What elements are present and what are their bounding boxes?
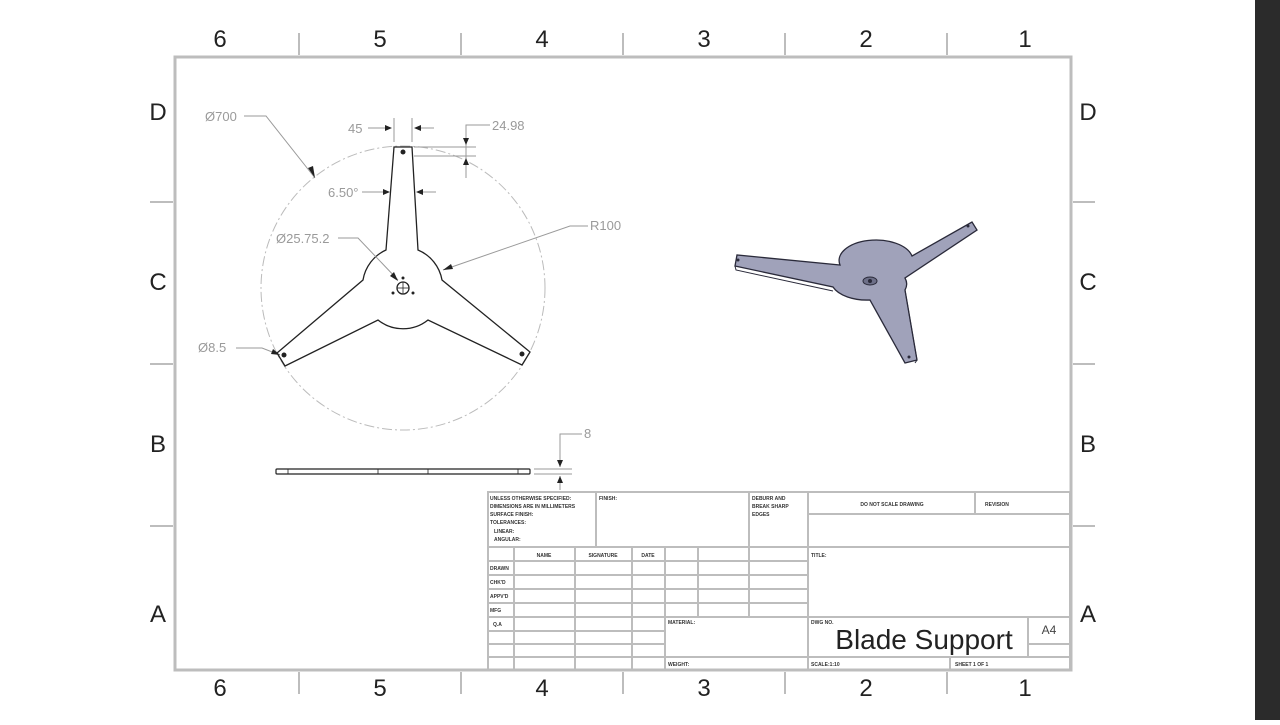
tb-row-drawn: DRAWN — [490, 566, 509, 572]
tb-revision: REVISION — [985, 502, 1009, 508]
tb-sheet: SHEET 1 OF 1 — [955, 662, 989, 668]
tb-row-qa: Q.A — [493, 622, 502, 628]
tb-name: NAME — [537, 553, 552, 559]
sheet-border — [173, 55, 1073, 672]
isometric-part — [734, 221, 978, 364]
tip-hole-top — [400, 149, 406, 155]
zone-col-2-bottom: 2 — [859, 675, 872, 702]
zone-col-5-bottom: 5 — [373, 675, 386, 702]
tb-size: A4 — [1042, 623, 1057, 637]
zone-col-6-bottom: 6 — [213, 675, 226, 702]
dim-tip-offset: 24.98 — [492, 118, 525, 133]
top-view — [260, 145, 546, 431]
tb-surface: SURFACE FINISH: — [490, 512, 534, 518]
zone-row-a-left: A — [150, 601, 166, 628]
zone-row-a-right: A — [1080, 601, 1096, 628]
zone-row-b-right: B — [1080, 431, 1096, 458]
dim-tip-hole: Ø8.5 — [198, 340, 226, 355]
tb-weight: WEIGHT: — [668, 662, 689, 668]
dim-thickness: 8 — [584, 426, 591, 441]
zone-ticks — [150, 33, 1095, 694]
tb-dimensions-note: DIMENSIONS ARE IN MILLIMETERS — [490, 504, 576, 510]
tip-hole-left — [281, 352, 287, 358]
zone-col-4-top: 4 — [535, 26, 548, 53]
tb-title-label: TITLE: — [811, 553, 827, 559]
zone-row-d-left: D — [149, 99, 166, 126]
bolt-hole-2 — [391, 291, 395, 295]
tb-finish: FINISH: — [599, 496, 617, 502]
zone-col-2-top: 2 — [859, 26, 872, 53]
window-edge-bar — [1255, 0, 1280, 720]
dim-taper-angle: 6.50° — [328, 185, 359, 200]
zone-col-3-top: 3 — [697, 26, 710, 53]
tb-do-not-scale: DO NOT SCALE DRAWING — [860, 502, 923, 508]
side-view — [275, 468, 531, 475]
tb-dwg-no: DWG NO. — [811, 620, 834, 626]
tb-angular: ANGULAR: — [494, 537, 521, 543]
tb-drawing-title: Blade Support — [835, 624, 1013, 655]
tb-tolerances: TOLERANCES: — [490, 520, 526, 526]
tb-date: DATE — [641, 553, 655, 559]
zone-col-1-bottom: 1 — [1018, 675, 1031, 702]
tb-deburr-2: BREAK SHARP — [752, 504, 789, 510]
tb-unless: UNLESS OTHERWISE SPECIFIED: — [490, 496, 572, 502]
zone-col-3-bottom: 3 — [697, 675, 710, 702]
tb-row-appvd: APPV'D — [490, 594, 509, 600]
tip-hole-right — [519, 351, 525, 357]
outer-diameter-circle — [260, 145, 546, 431]
arrow-od — [308, 166, 315, 178]
tb-scale: SCALE:1:10 — [811, 662, 840, 668]
drawing-canvas: 6 5 4 3 2 1 6 5 4 3 2 1 D C B A D C B A — [149, 26, 1096, 702]
tb-signature: SIGNATURE — [588, 553, 618, 559]
zone-row-c-right: C — [1079, 269, 1096, 296]
bolt-hole-3 — [411, 291, 415, 295]
dim-hub-radius: R100 — [590, 218, 621, 233]
tb-material: MATERIAL: — [668, 620, 695, 626]
zone-col-1-top: 1 — [1018, 26, 1031, 53]
tb-row-chkd: CHK'D — [490, 580, 506, 586]
zone-col-5-top: 5 — [373, 26, 386, 53]
zone-row-d-right: D — [1079, 99, 1096, 126]
zone-col-4-bottom: 4 — [535, 675, 548, 702]
zone-row-b-left: B — [150, 431, 166, 458]
tb-deburr-3: EDGES — [752, 512, 770, 518]
dim-arm-tip-width: 45 — [348, 121, 362, 136]
zone-col-6-top: 6 — [213, 26, 226, 53]
title-block-grid — [487, 491, 1071, 671]
zone-row-c-left: C — [149, 269, 166, 296]
blade-support-outline — [276, 146, 531, 367]
dim-outer-diameter: Ø700 — [205, 109, 237, 124]
tb-row-mfg: MFG — [490, 608, 501, 614]
bolt-hole-1 — [401, 276, 405, 280]
tb-deburr-1: DEBURR AND — [752, 496, 786, 502]
dim-center-holes: Ø25.75.2 — [276, 231, 330, 246]
tb-linear: LINEAR: — [494, 529, 515, 535]
isometric-view — [734, 221, 978, 364]
